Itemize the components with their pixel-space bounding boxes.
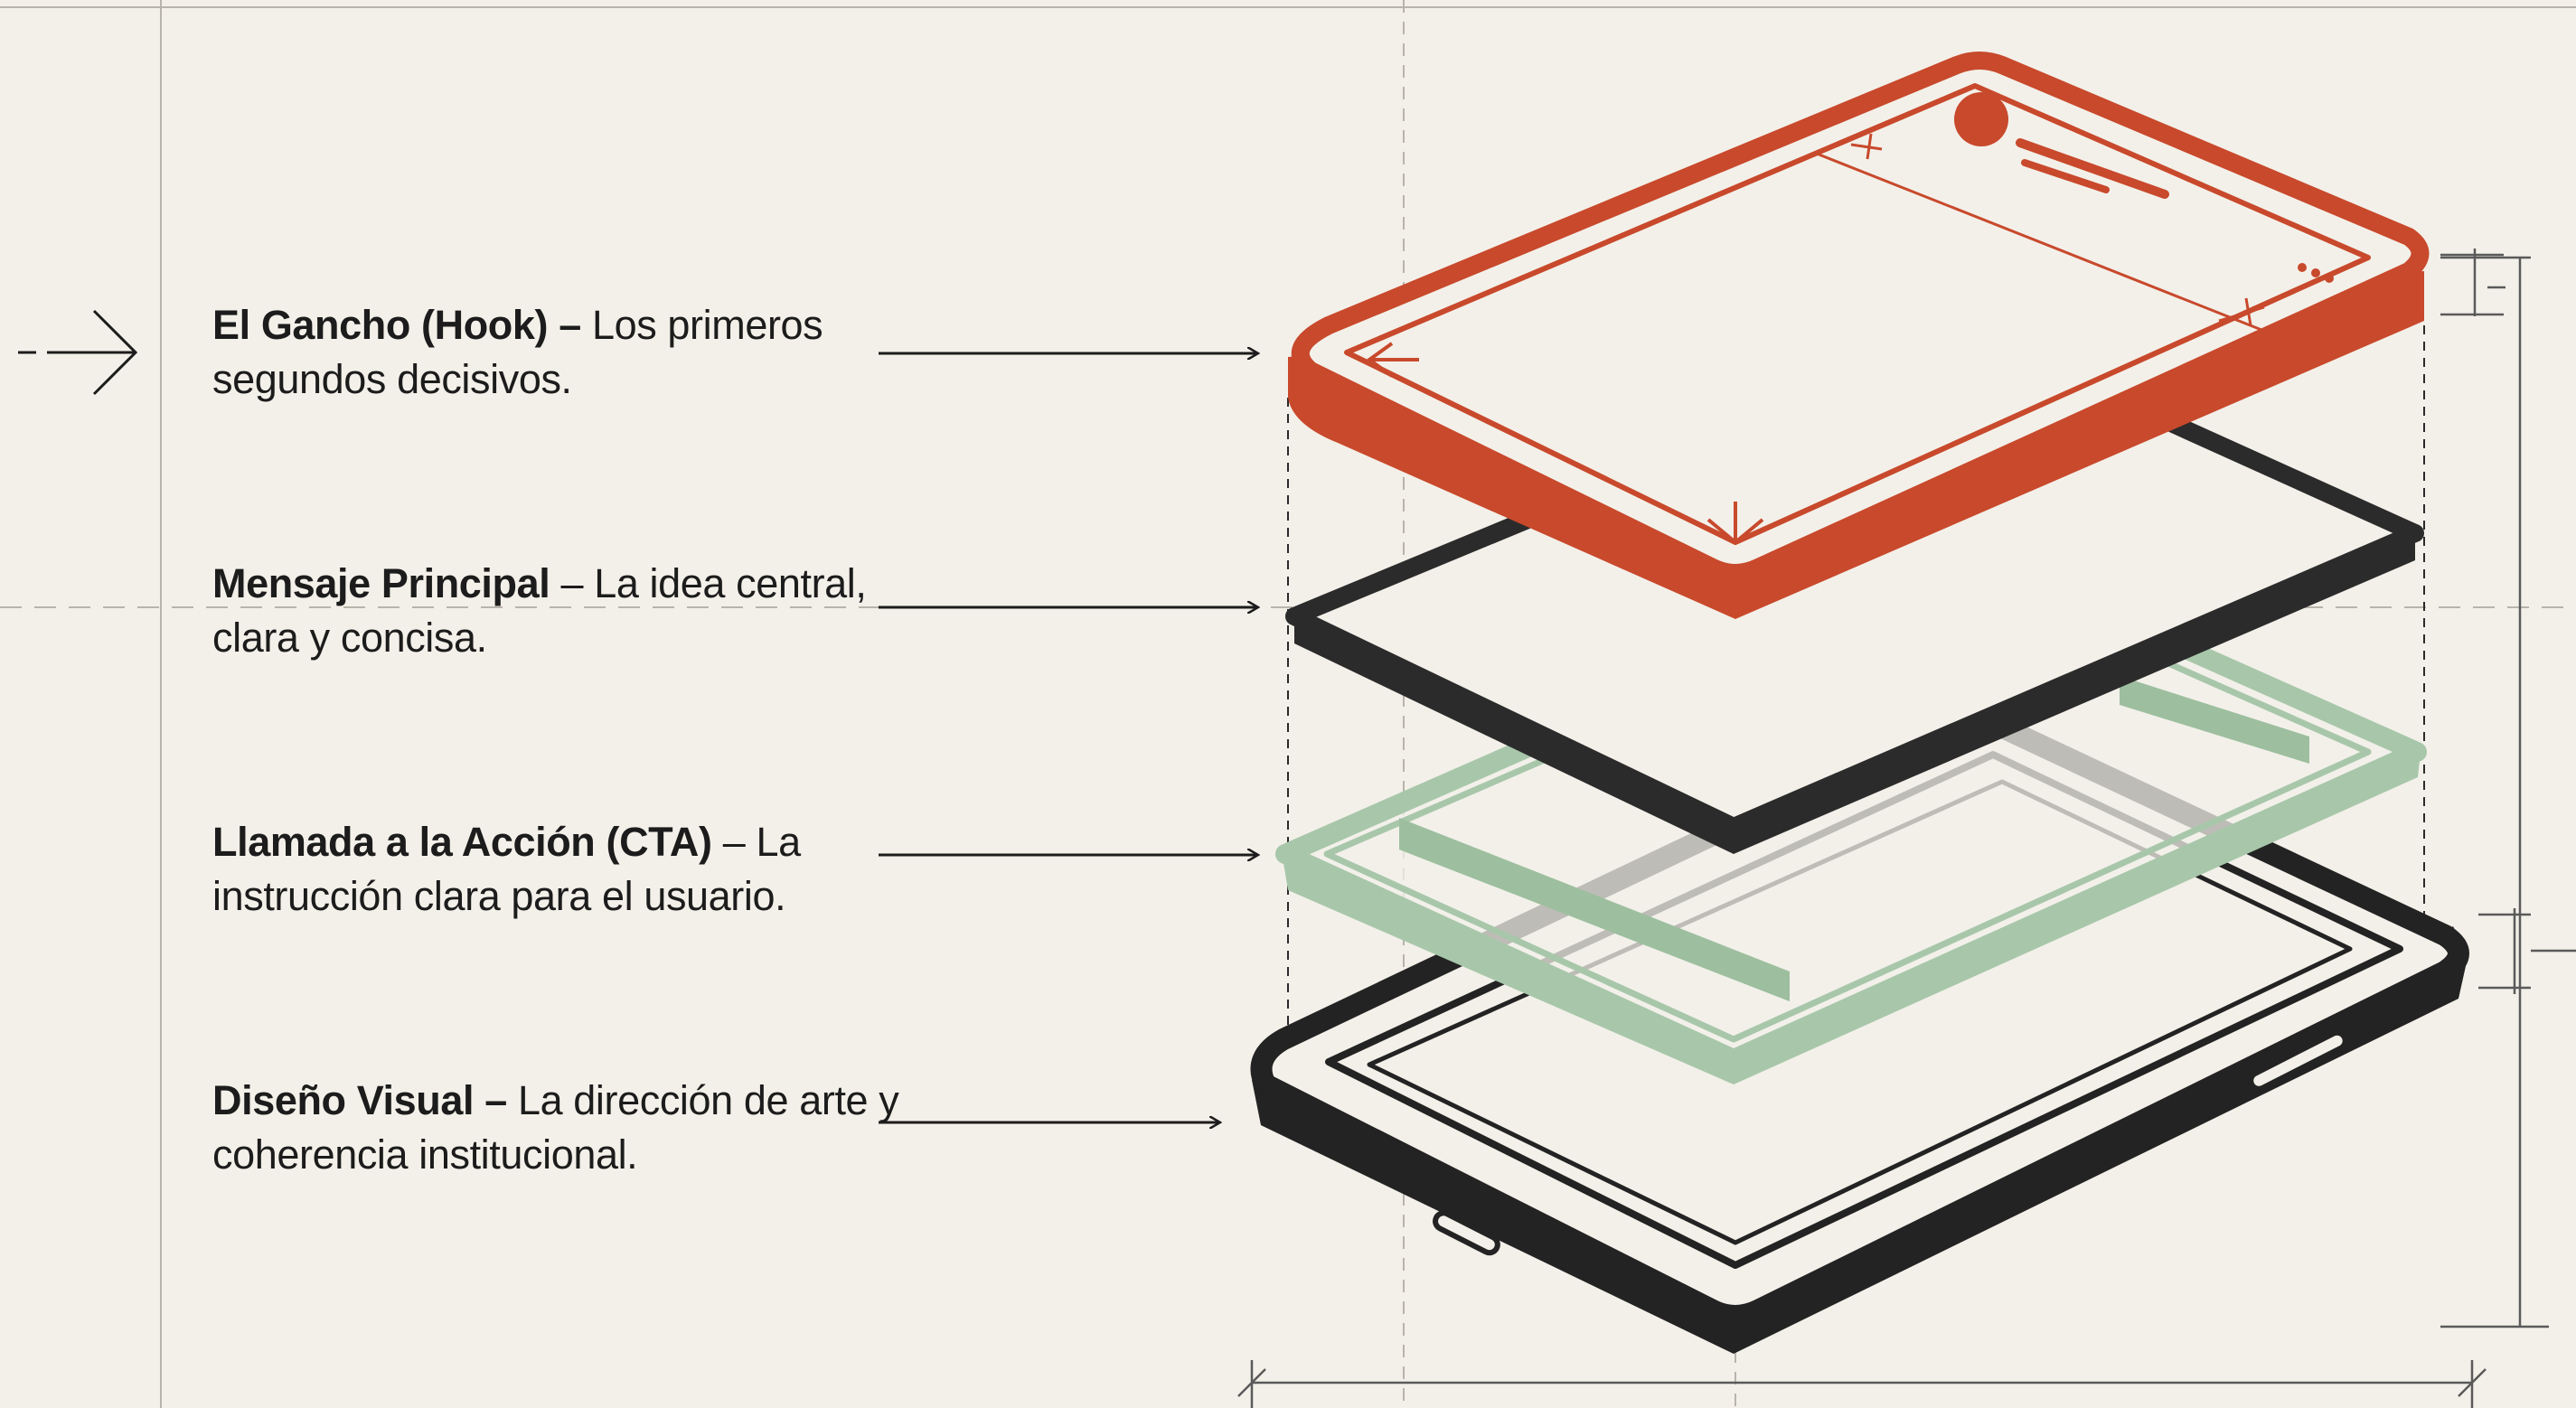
mensaje-layer-side <box>1294 533 2415 854</box>
hook-left-arrow-icon <box>1366 342 1419 378</box>
layer-separator-cta: – <box>722 819 757 865</box>
hook-title-bar-icon <box>2016 138 2169 199</box>
layer-title-hook: El Gancho (Hook) <box>212 302 549 348</box>
device-button-left-icon <box>1433 1210 1500 1256</box>
dimension-lines <box>1237 249 2576 1408</box>
layer-description-hook: Los primeros segundos decisivos. <box>212 302 823 402</box>
layer-title-cta: Llamada a la Acción (CTA) <box>212 819 712 865</box>
entry-arrow-icon <box>18 309 138 396</box>
layer-title-diseno: Diseño Visual <box>212 1077 475 1123</box>
layer-hook <box>1288 52 2430 619</box>
layer-title-mensaje: Mensaje Principal <box>212 560 550 606</box>
hook-corner-tick-icon <box>1850 133 1883 160</box>
hook-screen-outline <box>1344 83 2371 545</box>
hook-subtitle-bar-icon <box>2021 159 2110 193</box>
hook-avatar-icon <box>1954 92 2008 146</box>
layer-description-mensaje: La idea central, clara y concisa. <box>212 560 867 661</box>
hook-header-line <box>1816 152 2297 345</box>
device-button-right-icon <box>2248 1029 2348 1092</box>
cta-layer-side <box>1283 752 2421 1084</box>
layer-separator-mensaje: – <box>560 560 595 606</box>
cta-accent-bar-icon <box>2120 676 2309 764</box>
hook-corner-tick-right-icon <box>2218 297 2265 326</box>
hook-more-icon <box>2298 263 2334 283</box>
device-body-side <box>1252 926 2468 1354</box>
leader-arrows <box>879 353 1258 1122</box>
layer-label-mensaje: Mensaje Principal – La idea central, cla… <box>212 557 899 665</box>
cta-button-bar-main-icon <box>1399 818 1790 1001</box>
layer-label-cta: Llamada a la Acción (CTA) – La instrucci… <box>212 815 899 924</box>
layer-separator-hook: – <box>559 302 592 348</box>
layer-description-diseno: La dirección de arte y coherencia instit… <box>212 1077 899 1178</box>
layer-label-diseno: Diseño Visual – La dirección de arte y c… <box>212 1074 899 1182</box>
layer-separator-diseno: – <box>484 1077 518 1123</box>
layer-label-hook: El Gancho (Hook) – Los primeros segundos… <box>212 298 899 407</box>
hook-down-arrow-icon <box>1706 502 1764 545</box>
layer-description-cta: La instrucción clara para el usuario. <box>212 819 801 919</box>
